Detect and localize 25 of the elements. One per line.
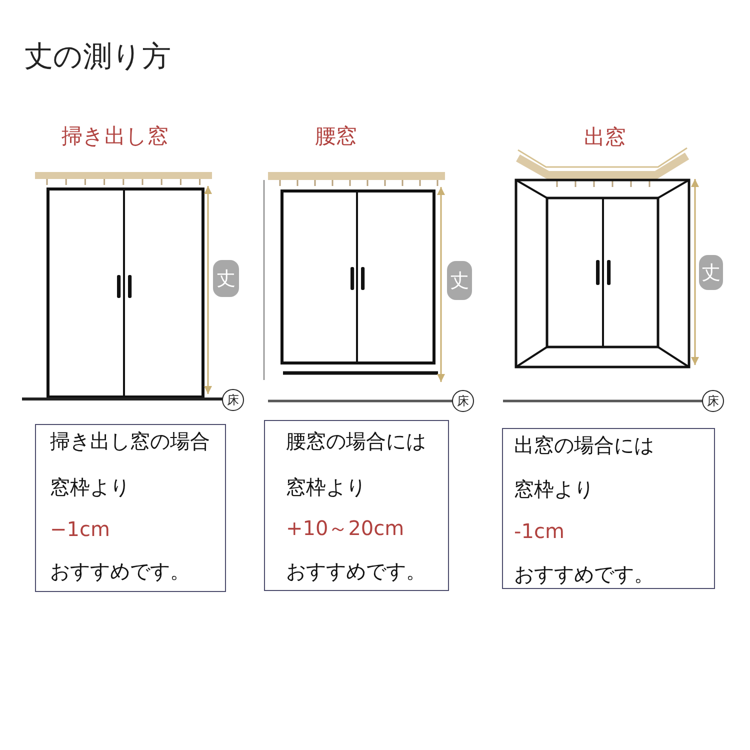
- floor-symbol: 床: [452, 390, 474, 412]
- length-badge: 丈: [699, 255, 723, 290]
- window-heading: 出窓: [584, 124, 626, 150]
- floor-symbol: 床: [222, 389, 244, 411]
- note-text: おすすめです。: [514, 561, 654, 587]
- window-heading: 掃き出し窓: [62, 123, 168, 149]
- measurement-value: +10～20cm: [286, 515, 404, 541]
- floor-symbol: 床: [702, 390, 724, 412]
- note-text: 掃き出し窓の場合: [50, 428, 210, 454]
- note-box: [264, 420, 449, 591]
- measurement-value: -1cm: [514, 518, 564, 544]
- page-title: 丈の測り方: [24, 38, 171, 74]
- note-text: 出窓の場合には: [514, 432, 654, 458]
- note-text: おすすめです。: [286, 558, 426, 584]
- length-badge: 丈: [447, 261, 472, 300]
- note-text: 窓枠より: [514, 476, 594, 502]
- length-badge: 丈: [213, 260, 239, 297]
- note-box: [35, 424, 226, 592]
- note-box: [502, 428, 715, 589]
- note-text: 窓枠より: [50, 474, 130, 500]
- window-heading: 腰窓: [315, 123, 357, 149]
- note-text: おすすめです。: [50, 558, 190, 584]
- note-text: 腰窓の場合には: [286, 428, 426, 454]
- measurement-value: −1cm: [50, 516, 110, 542]
- note-text: 窓枠より: [286, 474, 366, 500]
